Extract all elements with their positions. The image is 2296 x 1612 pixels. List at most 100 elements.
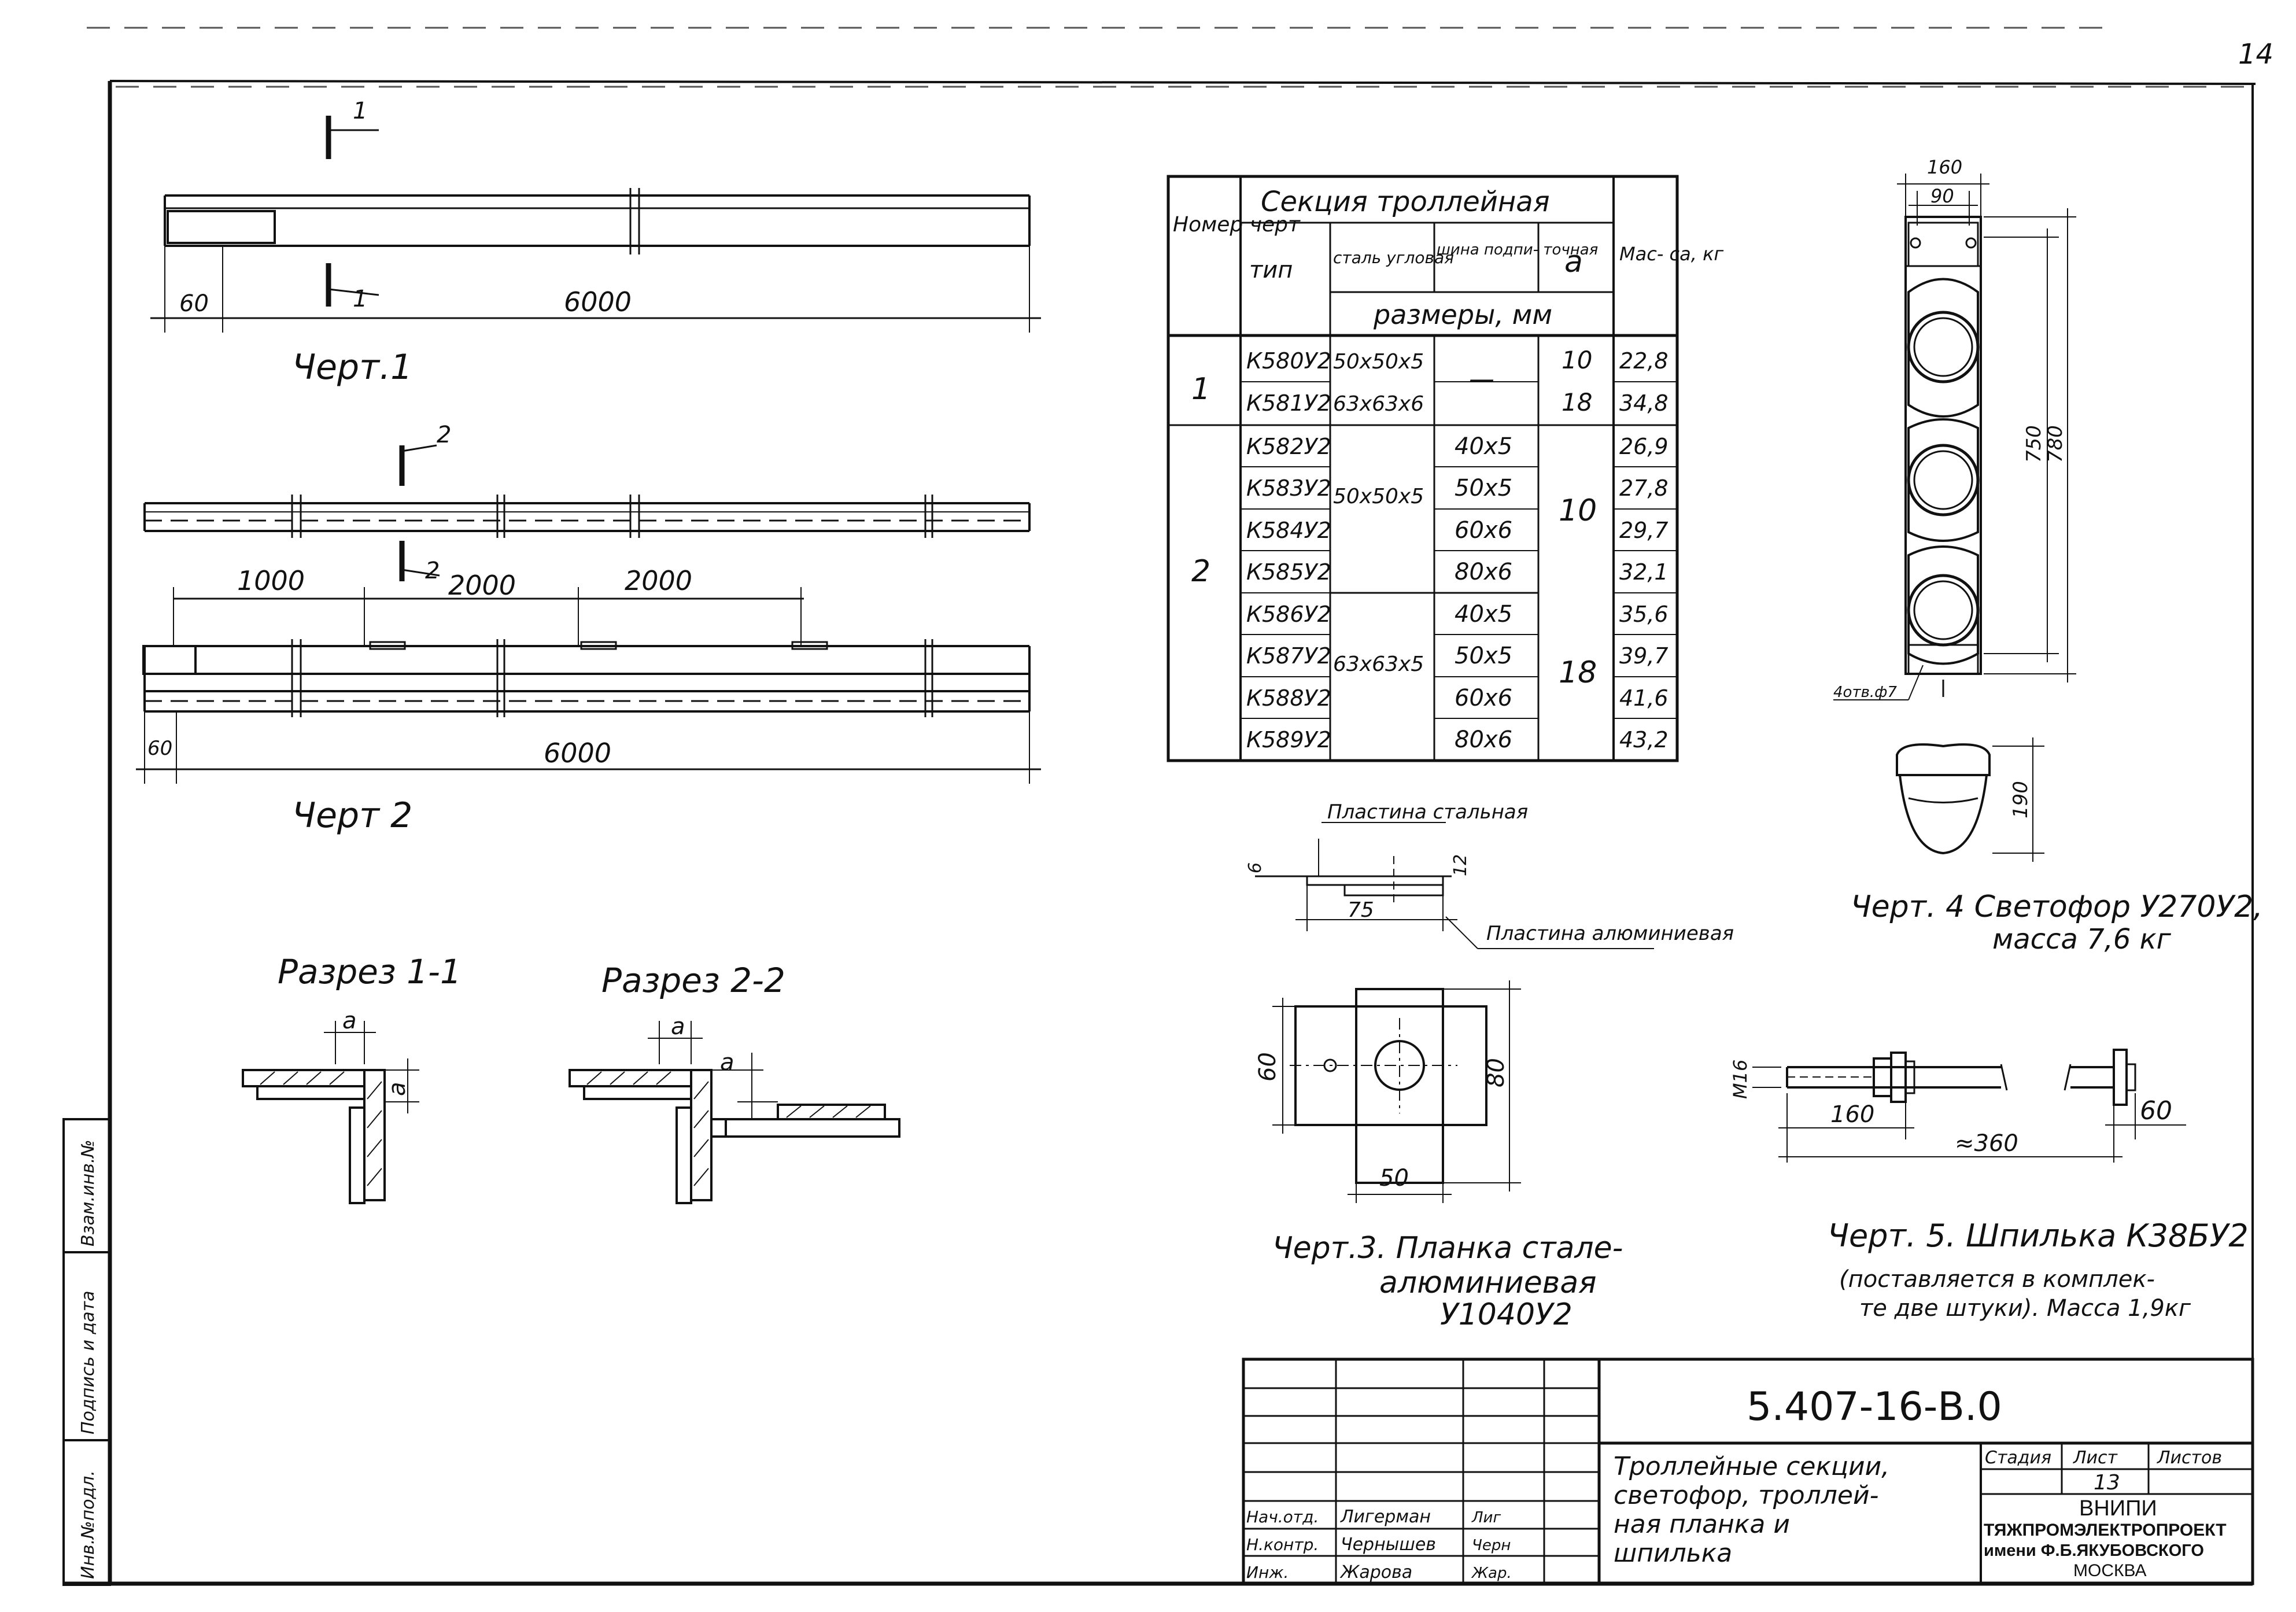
drawing-1-caption: Черт.1 xyxy=(292,347,412,388)
title-block-sheet-label: Лист xyxy=(2073,1448,2118,1468)
scan-artifacts xyxy=(87,27,2244,88)
table-cell-a: 10 xyxy=(1562,346,1592,374)
drawing-3-caption-1: Черт.3. Планка стале- xyxy=(1272,1231,1623,1266)
table-cell-tip: К589У2 xyxy=(1246,727,1331,752)
table-header-steel: сталь угловая xyxy=(1333,248,1454,267)
table-cell-steel: 63x63x5 xyxy=(1333,652,1424,676)
drawing-4-dim-780: 780 xyxy=(2044,425,2067,463)
drawing-2-dim-1000: 1000 xyxy=(237,565,305,596)
table-cell-a: 10 xyxy=(1559,493,1597,528)
drawing-2 xyxy=(136,444,1041,784)
table-cell-mass: 22,8 xyxy=(1619,348,1669,374)
signer-name: Лигерман xyxy=(1340,1507,1431,1527)
drawing-4-hole-note: 4отв.ф7 xyxy=(1833,684,1897,701)
title-block-title-4: шпилька xyxy=(1614,1539,1732,1568)
table-cell-shina: 60x6 xyxy=(1455,517,1512,544)
drawing-1-dim-6000: 6000 xyxy=(564,286,632,318)
table-cell-tip: К581У2 xyxy=(1246,390,1331,416)
drawing-3-label-alum: Пластина алюминиевая xyxy=(1486,922,1734,945)
signal-lamp xyxy=(1907,418,1980,542)
section-2-2-title: Разрез 2-2 xyxy=(601,961,785,1000)
table-rows: 1 2 К580У2 К581У2 К582У2 К583У2 К584У2 К… xyxy=(1191,346,1669,753)
drawing-2-dim-6000: 6000 xyxy=(544,737,611,769)
drawing-5-dim-360: ≈360 xyxy=(1955,1130,2018,1157)
table-header-a: a xyxy=(1564,245,1583,279)
table-cell-mass: 41,6 xyxy=(1619,685,1669,711)
signer-signature: Лиг xyxy=(1471,1509,1501,1526)
signer-role: Нач.отд. xyxy=(1246,1507,1319,1526)
table-cell-a: 18 xyxy=(1562,388,1592,416)
table-cell-tip: К580У2 xyxy=(1246,348,1331,374)
table-cell-mass: 34,8 xyxy=(1619,390,1669,416)
drawing-3-label-steel: Пластина стальная xyxy=(1327,801,1528,824)
table-cell-tip: К582У2 xyxy=(1246,434,1331,459)
table-cell-mass: 39,7 xyxy=(1619,643,1669,669)
table-header-shina: шина подпи- точная xyxy=(1437,241,1598,259)
signer-role: Н.контр. xyxy=(1246,1535,1319,1554)
table-cell-tip: К588У2 xyxy=(1246,685,1331,711)
section-1-1-dim-a-side: a xyxy=(384,1082,411,1096)
table-cell-shina: 50x5 xyxy=(1455,475,1512,501)
drawing-1 xyxy=(150,116,1041,333)
title-block-stage-label: Стадия xyxy=(1985,1448,2051,1468)
table-cell-steel: 63x63x6 xyxy=(1333,392,1424,416)
title-block-title-2: светофор, троллей- xyxy=(1614,1481,1878,1510)
table-header-sizes: размеры, мм xyxy=(1373,299,1552,330)
table-cell-shina: — xyxy=(1469,364,1494,394)
stamp-signature-date: Подпись и дата xyxy=(78,1291,98,1435)
title-block-org-2: ТЯЖПРОМЭЛЕКТРОПРОЕКТ xyxy=(1984,1521,2227,1540)
drawing-3 xyxy=(1255,822,1654,1203)
table-cell-mass: 35,6 xyxy=(1619,602,1669,627)
table-cell-ch-1: 1 xyxy=(1191,372,1210,407)
table-cell-shina: 60x6 xyxy=(1455,685,1512,711)
table-cell-mass: 26,9 xyxy=(1619,434,1669,459)
table-cell-mass: 27,8 xyxy=(1619,475,1669,501)
stamp-inv-podl: Инв.№подл. xyxy=(78,1470,98,1579)
drawing-2-dim-2000-b: 2000 xyxy=(625,565,692,596)
section-1-1-title: Разрез 1-1 xyxy=(278,952,462,991)
drawing-3-dim-75: 75 xyxy=(1348,898,1374,922)
table-cell-steel: 50x50x5 xyxy=(1333,485,1424,508)
title-block-org-1: ВНИПИ xyxy=(2079,1496,2157,1521)
drawing-4-dim-160: 160 xyxy=(1927,156,1962,178)
table-cell-shina: 80x6 xyxy=(1455,726,1512,753)
title-block-sheets-label: Листов xyxy=(2157,1448,2222,1468)
drawing-3-caption-2: алюминиевая xyxy=(1379,1266,1596,1300)
signer-signature: Черн xyxy=(1472,1537,1511,1554)
title-block-title-3: ная планка и xyxy=(1614,1510,1790,1539)
drawing-5-dim-m16: М16 xyxy=(1729,1060,1751,1099)
drawing-3-dim-50: 50 xyxy=(1379,1165,1409,1192)
section-2-2 xyxy=(569,1021,900,1204)
drawing-2-section-mark-bottom: 2 xyxy=(425,558,440,584)
table-cell-shina: 80x6 xyxy=(1455,559,1512,585)
table-header-section: Секция троллейная xyxy=(1261,186,1550,218)
drawing-3-dim-12: 12 xyxy=(1450,854,1471,876)
drawing-3-dim-6: 6 xyxy=(1245,862,1265,873)
drawing-5-dim-60: 60 xyxy=(2140,1096,2172,1126)
table-cell-steel: 50x50x5 xyxy=(1333,350,1424,374)
title-block-org-4: МОСКВА xyxy=(2073,1561,2147,1580)
table-cell-tip: К585У2 xyxy=(1246,559,1331,585)
drawing-2-section-mark-top: 2 xyxy=(437,422,451,448)
drawing-5-caption-2: (поставляется в комплек- xyxy=(1839,1266,2155,1293)
drawing-4-dim-190: 190 xyxy=(2009,781,2032,818)
section-2-2-dim-a-top: a xyxy=(671,1013,685,1040)
signal-lamp xyxy=(1907,278,1980,418)
table-cell-mass: 32,1 xyxy=(1619,559,1669,585)
table-cell-shina: 40x5 xyxy=(1455,433,1512,460)
drawing-4-dim-90: 90 xyxy=(1930,185,1954,207)
title-block-doc-code: 5.407-16-В.0 xyxy=(1747,1384,2002,1430)
stamp-vzam-inv: Взам.инв.№ xyxy=(78,1139,98,1246)
sections-table-grid xyxy=(1167,175,1679,762)
drawing-5 xyxy=(1752,1049,2186,1163)
drawing-1-dim-60: 60 xyxy=(179,290,209,317)
table-cell-tip: К584У2 xyxy=(1246,518,1331,543)
signal-lamp xyxy=(1907,545,1980,665)
title-block-org-3: имени Ф.Б.ЯКУБОВСКОГО xyxy=(1984,1541,2204,1560)
drawing-1-section-mark-top: 1 xyxy=(353,98,367,124)
drawing-5-caption-1: Черт. 5. Шпилька К38БУ2 xyxy=(1828,1218,2249,1254)
drawing-2-caption: Черт 2 xyxy=(292,795,412,836)
signer-name: Жарова xyxy=(1339,1562,1412,1583)
signer-role: Инж. xyxy=(1246,1563,1289,1582)
section-2-2-dim-a-side: a xyxy=(720,1049,734,1076)
